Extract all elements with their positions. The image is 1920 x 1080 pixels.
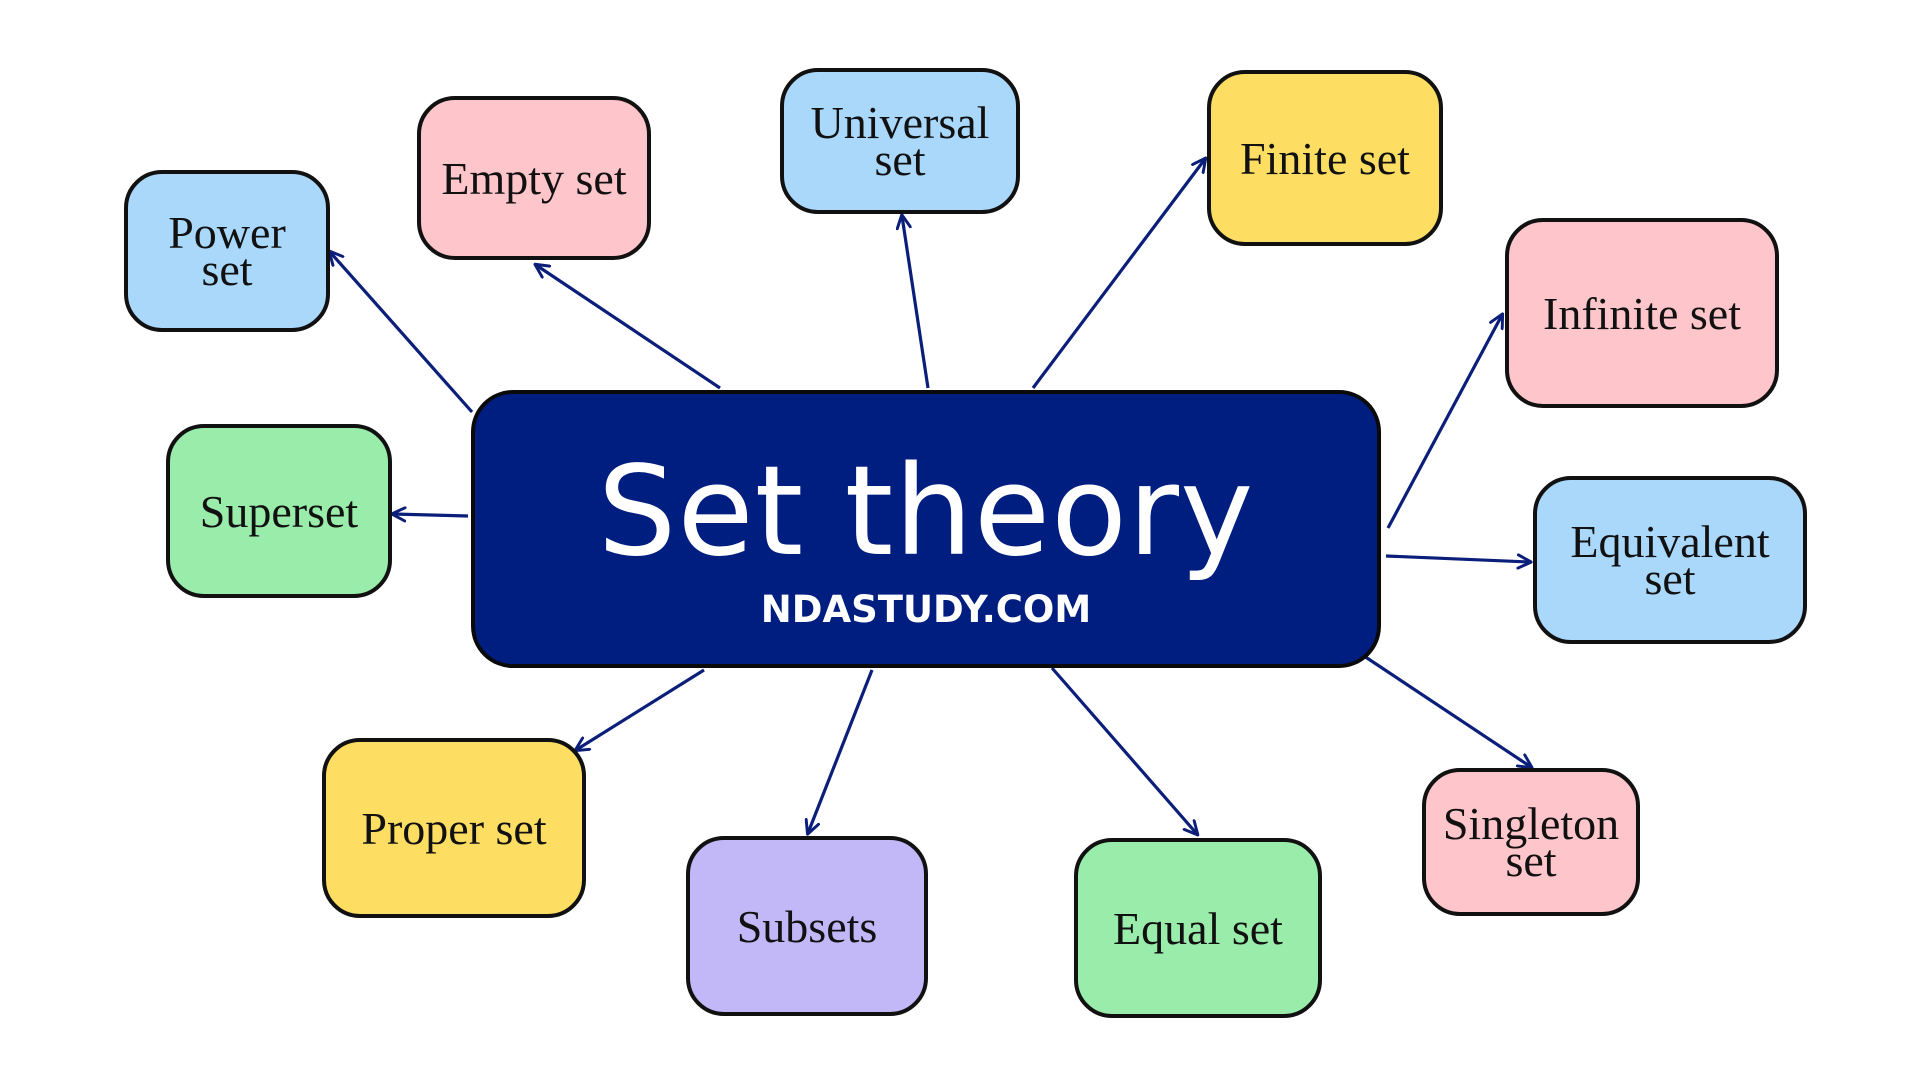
node-superset: Superset — [166, 424, 392, 598]
node-label: Equal set — [1113, 902, 1283, 954]
central-subtitle: NDASTUDY.COM — [760, 588, 1092, 631]
arrow-to-equivalent-set — [1385, 556, 1530, 562]
node-label-line: Finite set — [1240, 132, 1410, 184]
node-label: Proper set — [361, 802, 547, 854]
node-subsets: Subsets — [686, 836, 928, 1016]
node-label-line: Power — [168, 207, 286, 258]
node-label-line: set — [1505, 835, 1557, 886]
node-proper-set: Proper set — [322, 738, 586, 918]
arrow-to-singleton-set — [1363, 654, 1531, 767]
node-label-line: Equivalent — [1570, 516, 1770, 567]
arrow-to-superset — [393, 514, 469, 516]
node-equal-set: Equal set — [1074, 838, 1322, 1018]
arrow-to-universal-set — [902, 216, 930, 389]
central-topic: Set theory NDASTUDY.COM — [471, 390, 1381, 668]
arrow-to-subsets — [808, 669, 874, 833]
node-label-line: Superset — [199, 485, 359, 537]
node-label-line: set — [874, 134, 926, 185]
arrow-to-equal-set — [1050, 666, 1197, 834]
node-finite-set: Finite set — [1207, 70, 1443, 246]
node-infinite-set: Infinite set — [1505, 218, 1779, 408]
node-label: Infinite set — [1543, 287, 1741, 339]
node-empty-set: Empty set — [417, 96, 651, 260]
node-label-line: Empty set — [441, 152, 627, 204]
arrow-to-finite-set — [1031, 159, 1205, 389]
node-label-line: Proper set — [361, 802, 547, 854]
node-label-line: Infinite set — [1543, 287, 1741, 339]
node-label-line: set — [1644, 553, 1696, 604]
node-label-line: Universal — [810, 97, 990, 148]
arrow-to-proper-set — [576, 668, 705, 750]
arrow-to-power-set — [330, 252, 474, 414]
node-label: Subsets — [736, 900, 878, 952]
node-label-line: set — [201, 244, 253, 295]
node-label-line: Equal set — [1113, 902, 1283, 954]
arrow-to-infinite-set — [1386, 315, 1502, 529]
node-label-line: Subsets — [736, 900, 878, 952]
node-label: Finite set — [1240, 132, 1410, 184]
arrow-to-empty-set — [536, 265, 721, 390]
node-label: Empty set — [441, 152, 627, 204]
node-label-line: Singleton — [1442, 798, 1620, 849]
central-title: Set theory — [597, 440, 1255, 584]
node-label: Superset — [199, 485, 359, 537]
